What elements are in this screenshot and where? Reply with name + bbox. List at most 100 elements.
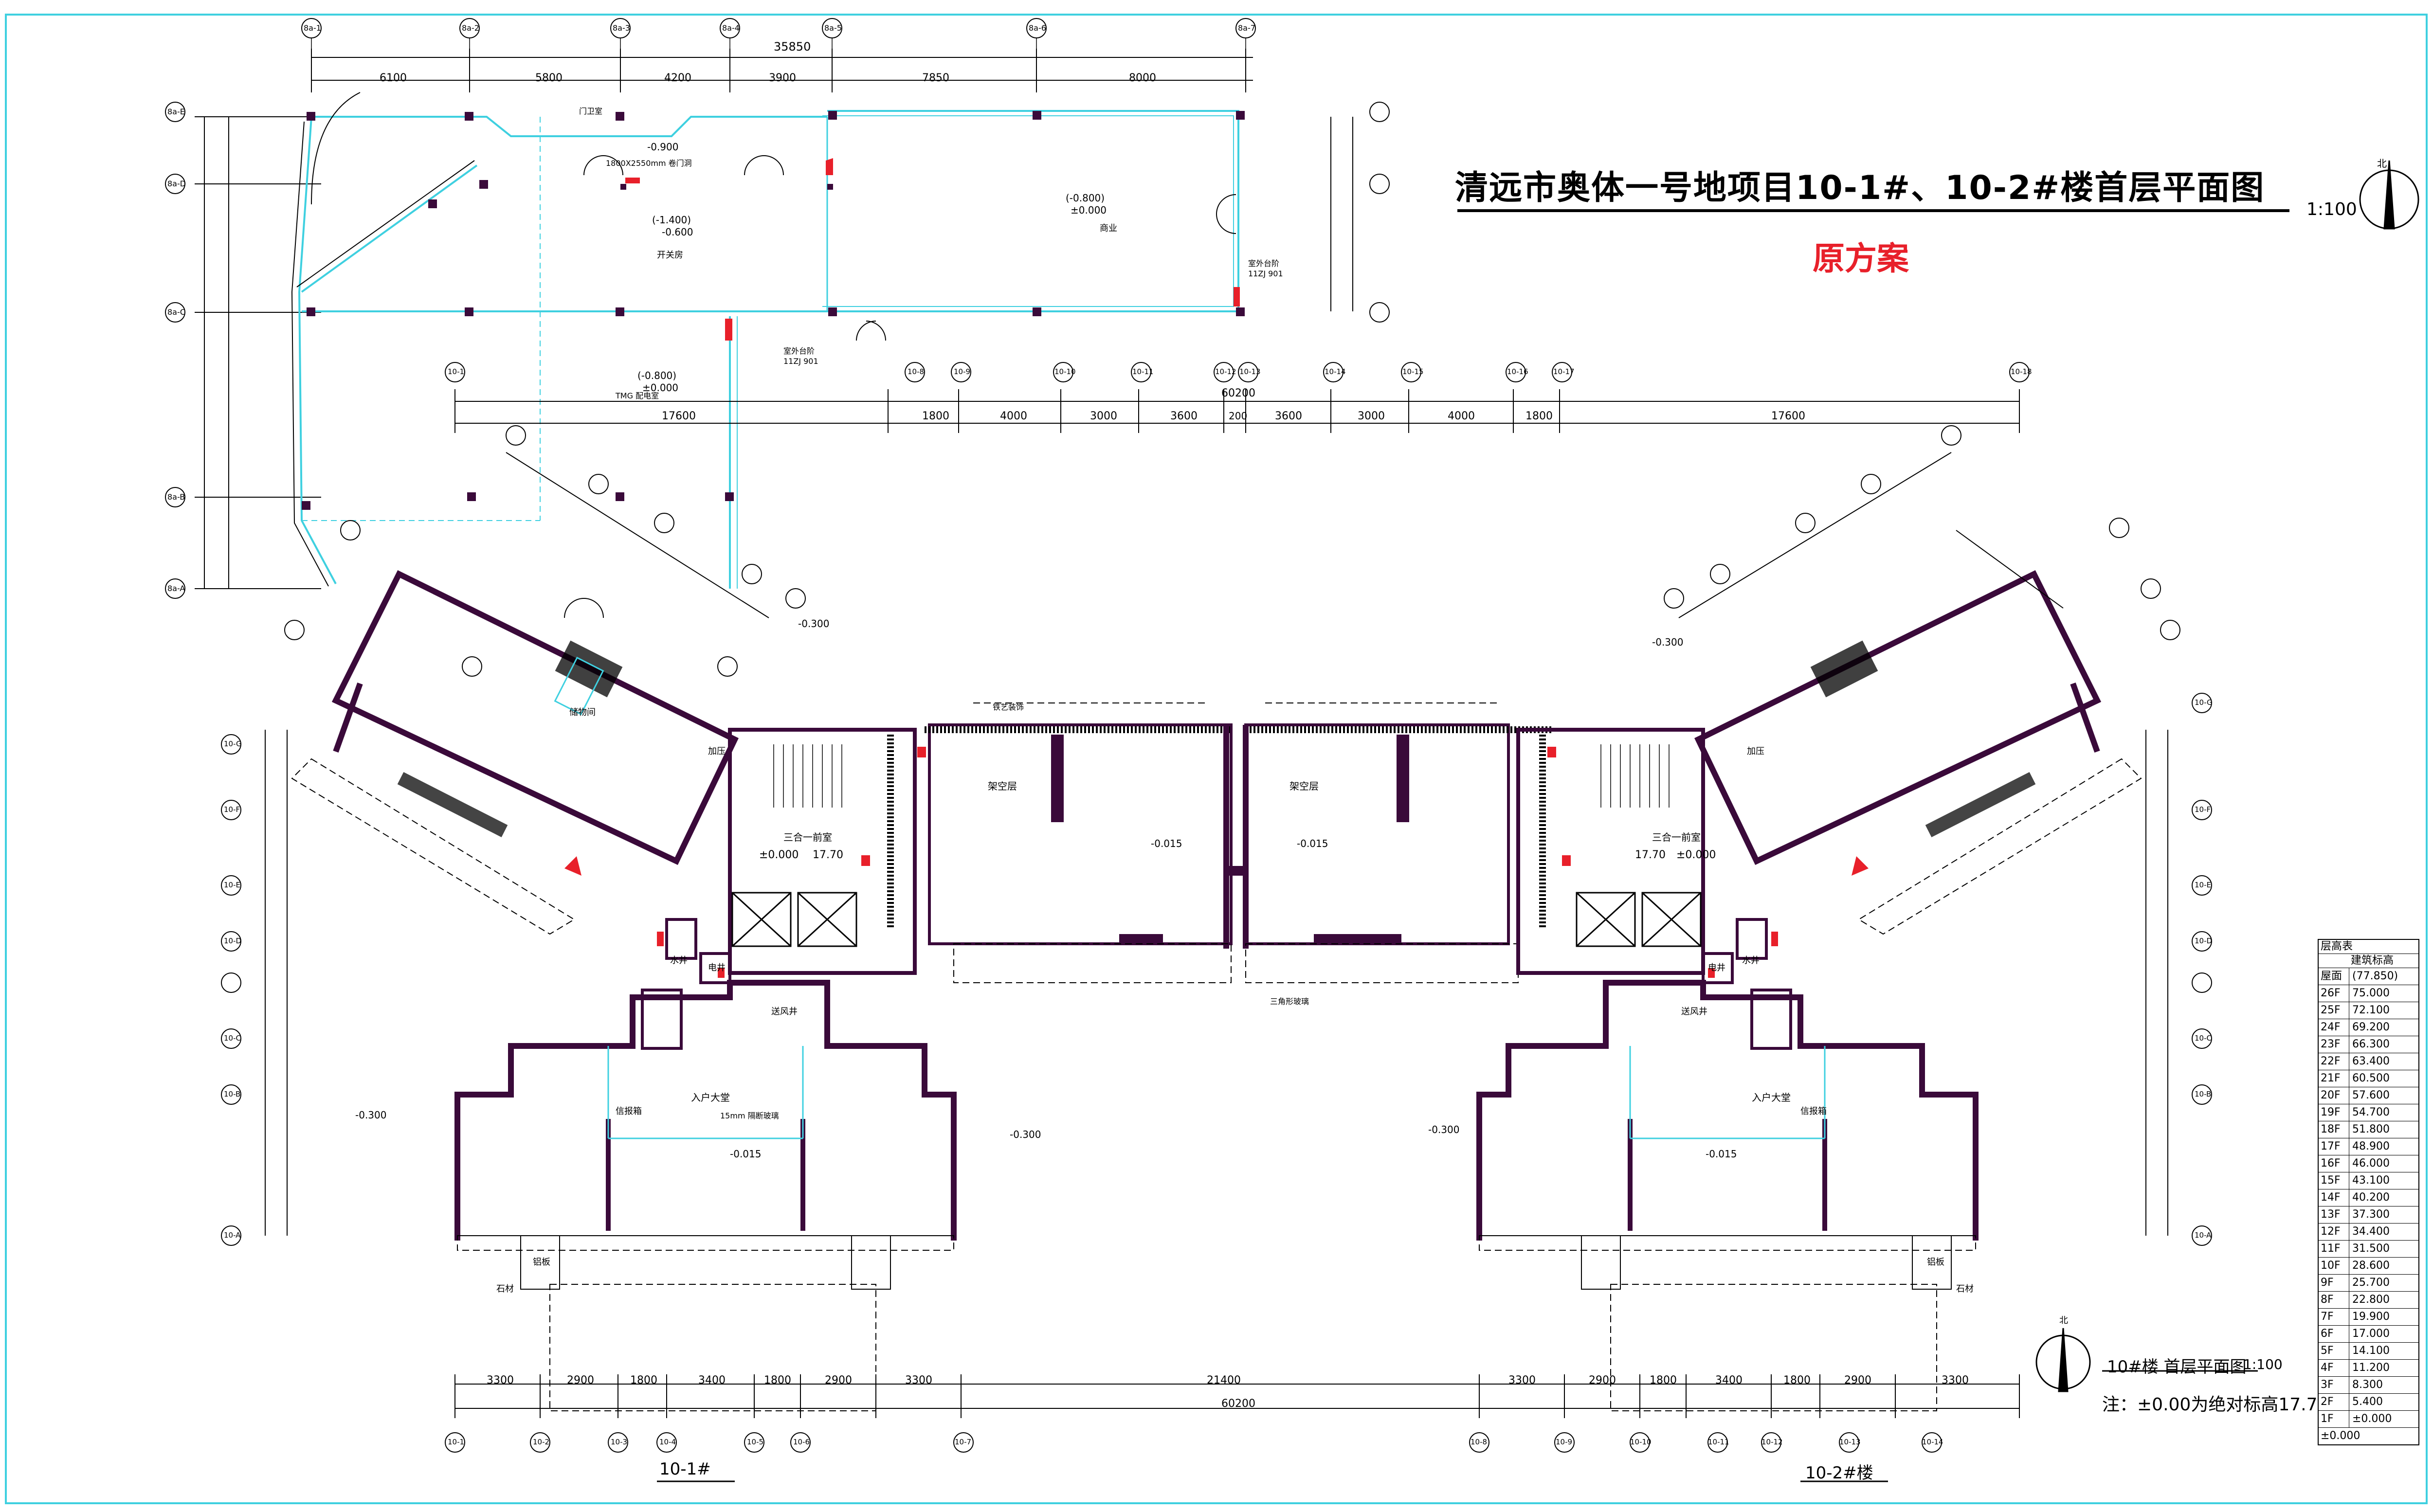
room-label: 三合一前室	[1652, 831, 1701, 843]
axis-label: 8a-A	[167, 584, 185, 593]
axis-label: 10-10	[1630, 1438, 1652, 1446]
floor-cell: 11F	[2319, 1241, 2349, 1257]
dim-top-seg: 8000	[1129, 72, 1156, 84]
mid-axis-bubbles	[445, 362, 2030, 382]
dim-mid-seg: 1800	[1525, 410, 1553, 422]
dim-bottom-seg: 1800	[630, 1374, 657, 1386]
axis-label: 10-F	[2195, 805, 2211, 814]
axis-label: 8a-6	[1029, 23, 1046, 33]
side-axis-bubbles	[221, 693, 2212, 1246]
elevation-cell: 31.500	[2352, 1242, 2390, 1255]
floor-cell: 23F	[2319, 1036, 2349, 1053]
dim-mid-seg: 17600	[662, 410, 696, 422]
room-label: 加压	[1747, 746, 1764, 756]
room-label: 水井	[670, 955, 688, 966]
axis-label: 10-D	[2195, 936, 2213, 945]
axis-label: 10-1	[448, 1438, 465, 1446]
elevation-level: -0.015	[730, 1148, 762, 1160]
elevation-cell: 11.200	[2352, 1362, 2390, 1374]
room-label: 三合一前室	[783, 831, 832, 843]
elevation-cell: 17.000	[2352, 1328, 2390, 1340]
floor-cell: 18F	[2319, 1121, 2349, 1138]
elevation-table-row: 1F±0.000	[2319, 1411, 2418, 1428]
drawing-scale: 1:100	[2306, 199, 2357, 219]
axis-label: 8a-D	[167, 179, 186, 188]
bottom-dims	[454, 1374, 2020, 1418]
axis-label: 10-9	[1556, 1438, 1573, 1446]
elevation-table-header: 层高表	[2319, 940, 2418, 954]
elevation-cell: 28.600	[2352, 1260, 2390, 1272]
dim-mid-seg: 3000	[1090, 410, 1117, 422]
elevation-cell: 43.100	[2352, 1174, 2390, 1187]
room-label: 储物间	[569, 707, 596, 718]
floor-cell: 16F	[2319, 1155, 2349, 1172]
floor-cell: 9F	[2319, 1275, 2349, 1291]
room-label: 水井	[1742, 955, 1760, 966]
dim-top-overall: 35850	[774, 40, 811, 54]
elevation-cell: 51.800	[2352, 1123, 2390, 1135]
axis-label: 10-8	[1471, 1438, 1488, 1446]
axis-label: 10-1	[448, 367, 465, 376]
elevation-note: 注：±0.00为绝对标高17.70	[2102, 1395, 2329, 1415]
elevation-level: -0.300	[798, 618, 830, 630]
axis-label: 10-9	[954, 367, 971, 376]
axis-label: 10-C	[2195, 1034, 2212, 1043]
elevation-cell: 19.900	[2352, 1311, 2390, 1323]
dim-bottom-seg: 1800	[1783, 1374, 1811, 1386]
dim-top-seg: 3900	[769, 72, 796, 84]
axis-label: 10-16	[1507, 367, 1528, 376]
north-arrow-top	[2359, 160, 2419, 230]
room-label: 加压	[708, 746, 726, 756]
axis-label: 10-8	[908, 367, 925, 376]
elevation-level: -0.300	[1010, 1129, 1041, 1140]
floor-cell: 25F	[2319, 1002, 2349, 1019]
mid-dim-line	[454, 389, 2020, 433]
floor-cell: 17F	[2319, 1138, 2349, 1155]
elevation-cell: 54.700	[2352, 1106, 2390, 1118]
bottom-axis-bubbles	[445, 1432, 1942, 1453]
axis-label: 10-6	[793, 1438, 810, 1446]
elevation-level: -0.900	[647, 141, 679, 153]
dim-bottom-seg: 2900	[567, 1374, 594, 1386]
elevation-level: ±0.000	[642, 382, 679, 394]
elevation-level: -0.600	[662, 226, 693, 238]
dim-top-seg: 5800	[535, 72, 563, 84]
dim-bottom-seg: 2900	[825, 1374, 852, 1386]
dim-mid-seg: 3000	[1358, 410, 1385, 422]
drawing-title: 清远市奥体一号地项目10-1#、10-2#楼首层平面图	[1455, 169, 2265, 207]
axis-label: 10-F	[224, 805, 240, 814]
elevation-cell: 48.900	[2352, 1140, 2390, 1152]
elevation-cell: 25.700	[2352, 1277, 2390, 1289]
axis-label: 10-A	[2195, 1231, 2212, 1240]
dim-top-seg: 4200	[664, 72, 691, 84]
dim-mid-seg: 17600	[1771, 410, 1805, 422]
room-label: 铝板	[533, 1257, 550, 1267]
room-label: 信报箱	[1800, 1106, 1827, 1116]
room-label: 电井	[1708, 963, 1725, 973]
room-label: 送风井	[1681, 1007, 1707, 1017]
floor-cell: 8F	[2319, 1292, 2349, 1308]
dim-mid-overall: 60200	[1221, 387, 1255, 399]
room-label: 架空层	[988, 780, 1017, 792]
elevation-cell: 69.200	[2352, 1021, 2390, 1033]
axis-label: 10-A	[224, 1231, 241, 1240]
drawing-frame	[5, 14, 2428, 1504]
floor-cell: 3F	[2319, 1377, 2349, 1393]
elevation-cell: 37.300	[2352, 1208, 2390, 1221]
dim-bottom-seg: 1800	[1650, 1374, 1677, 1386]
axis-label: 10-18	[2011, 367, 2032, 376]
floor-cell: 12F	[2319, 1224, 2349, 1240]
small-note: 室外台阶	[1248, 259, 1280, 268]
dim-bottom-overall: 60200	[1221, 1398, 1255, 1410]
axis-label: 10-17	[1553, 367, 1575, 376]
